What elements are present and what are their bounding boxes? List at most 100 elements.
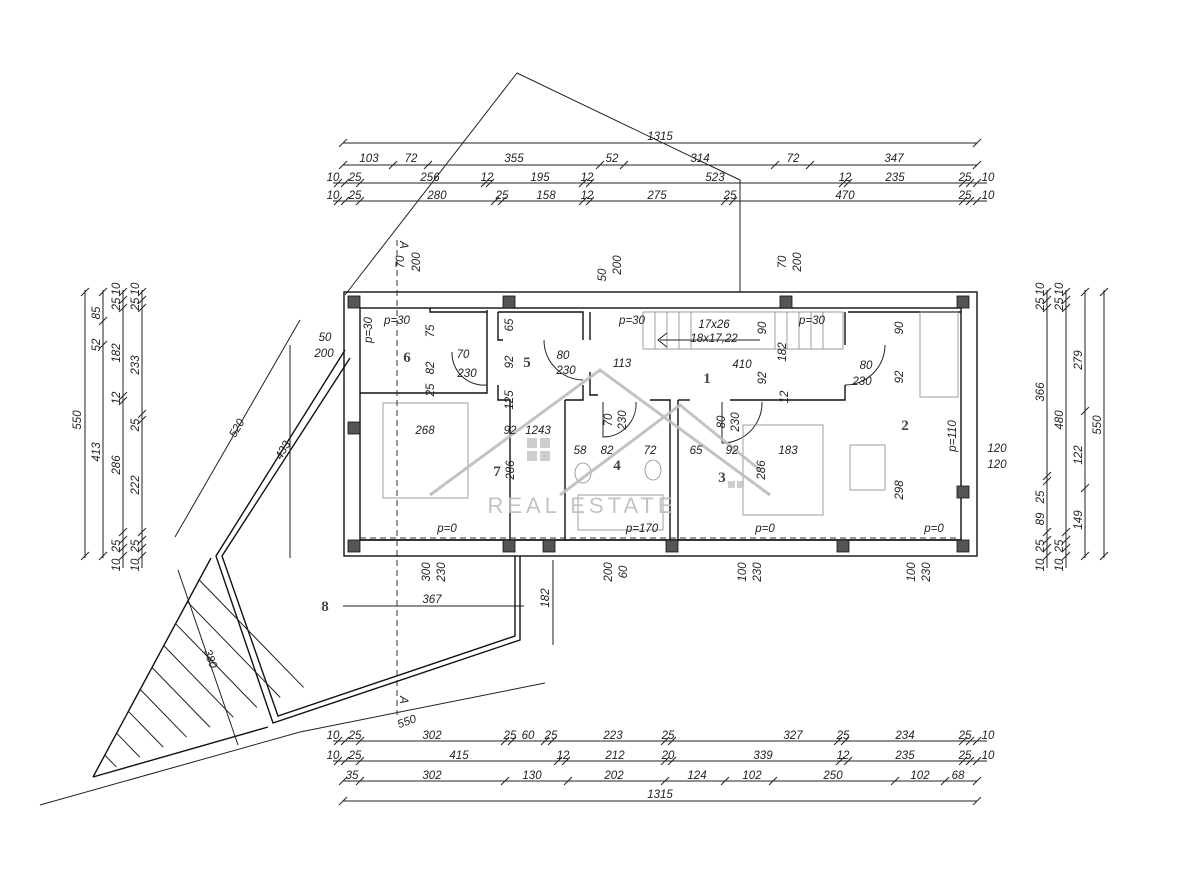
- dimension-tick: [1042, 287, 1052, 297]
- dimension-label: 222: [130, 475, 142, 496]
- dimension-label: 182: [111, 343, 123, 363]
- dimension-label: 25: [958, 190, 972, 202]
- dimension-tick: [1061, 551, 1071, 561]
- dimension-tick: [355, 178, 365, 188]
- dimension-lines: [84, 142, 1105, 802]
- dimension-label: 85: [91, 306, 103, 319]
- dimension-tick: [340, 178, 350, 188]
- door-size-label: 80: [716, 415, 728, 428]
- dimension-tick: [98, 316, 108, 326]
- column: [347, 539, 361, 553]
- dimension-label: 275: [646, 190, 667, 202]
- dimension-tick: [958, 736, 968, 746]
- dimension-label: 12: [581, 172, 594, 184]
- column: [956, 295, 970, 309]
- door-size-label: 230: [555, 365, 576, 377]
- dimension-label: 25: [958, 730, 972, 742]
- dimension-label: 202: [603, 770, 624, 782]
- dimension-tick: [490, 196, 500, 206]
- columns: [347, 295, 970, 553]
- dimension-tick: [340, 196, 350, 206]
- dimension-label: 10: [111, 558, 123, 571]
- dimension-label: 25: [1035, 539, 1047, 553]
- dimension-tick: [355, 756, 365, 766]
- dimension-label: 35: [346, 770, 359, 782]
- dimension-label: 25: [1054, 539, 1066, 553]
- dimension-label: 12: [839, 172, 852, 184]
- dimension-tick: [972, 178, 982, 188]
- window-size-label: 70: [395, 255, 407, 268]
- column: [347, 295, 361, 309]
- dimension-tick: [118, 535, 128, 545]
- dimension-label: 25: [111, 539, 123, 553]
- dimension-tick: [667, 736, 677, 746]
- staircase: [642, 311, 844, 350]
- parapet-height-label: p=30: [383, 315, 411, 327]
- dimension-label: 256: [419, 172, 440, 184]
- dimension-label: 279: [1073, 350, 1085, 371]
- dimension-tick: [137, 295, 147, 305]
- dimension-label: 10: [130, 558, 142, 571]
- dimension-label: 12: [557, 750, 570, 762]
- dimension-tick: [578, 196, 588, 206]
- dimension-tick: [80, 551, 90, 561]
- stair-tread: [175, 623, 258, 708]
- dimension-tick: [965, 756, 975, 766]
- door-size-label: 70: [603, 413, 615, 426]
- column: [347, 421, 361, 435]
- dimension-tick: [423, 160, 433, 170]
- dimension-tick: [890, 776, 900, 786]
- window-size-label: 200: [603, 562, 615, 583]
- dimension-tick: [1042, 471, 1052, 481]
- dimension-label: 367: [422, 594, 442, 606]
- dimension-tick: [972, 160, 982, 170]
- dimension-label: 380: [201, 648, 219, 671]
- dimension-label: 286: [756, 460, 768, 481]
- dimension-label: 183: [778, 445, 798, 457]
- dimension-tick: [728, 196, 738, 206]
- dimension-label: 82: [601, 445, 614, 457]
- window-size-label: 200: [313, 348, 334, 360]
- dimension-label: 82: [425, 361, 437, 374]
- dimension-label: 10: [327, 190, 340, 202]
- dimension-label: 10: [1054, 282, 1066, 295]
- dimension-tick: [540, 736, 550, 746]
- dimension-label: 302: [422, 730, 442, 742]
- parapet-height-label: p=30: [798, 315, 826, 327]
- dimension-tick: [1080, 287, 1090, 297]
- window-size-label: 230: [436, 562, 448, 583]
- window-size-label: 200: [411, 252, 423, 273]
- dimension-label: 89: [1035, 512, 1047, 525]
- dimension-tick: [333, 196, 343, 206]
- dimension-tick: [355, 196, 365, 206]
- dimension-tick: [1042, 476, 1052, 486]
- terrace: [39, 319, 546, 806]
- room-number: 8: [321, 599, 329, 615]
- dimension-label: 10: [1035, 282, 1047, 295]
- dimension-label: 92: [757, 371, 769, 384]
- dimension-label: 25: [130, 297, 142, 311]
- dimension-label: 347: [884, 153, 904, 165]
- dimension-label: 234: [894, 730, 914, 742]
- dimension-label: 212: [604, 750, 625, 762]
- column: [542, 539, 556, 553]
- dimension-label: 12: [837, 750, 850, 762]
- dimension-label: 25: [348, 750, 362, 762]
- dimension-tick: [972, 796, 982, 806]
- dimension-label: 52: [606, 153, 619, 165]
- dimension-label: 10: [982, 190, 995, 202]
- dimension-label: 10: [1035, 558, 1047, 571]
- watermark-text: REAL ESTATE: [487, 493, 676, 518]
- parapet-height-label: p=0: [754, 523, 775, 535]
- dimension-tick: [1042, 543, 1052, 553]
- dimension-tick: [338, 160, 348, 170]
- window-size-label: 60: [618, 565, 630, 578]
- dimension-label: 10: [327, 730, 340, 742]
- dimension-tick: [578, 178, 588, 188]
- door-size-label: 70: [457, 349, 470, 361]
- dimension-tick: [1061, 535, 1071, 545]
- stair-tread: [187, 601, 281, 698]
- dimension-tick: [843, 756, 853, 766]
- door-size-label: 80: [557, 350, 570, 362]
- dimension-label: 286: [505, 460, 517, 481]
